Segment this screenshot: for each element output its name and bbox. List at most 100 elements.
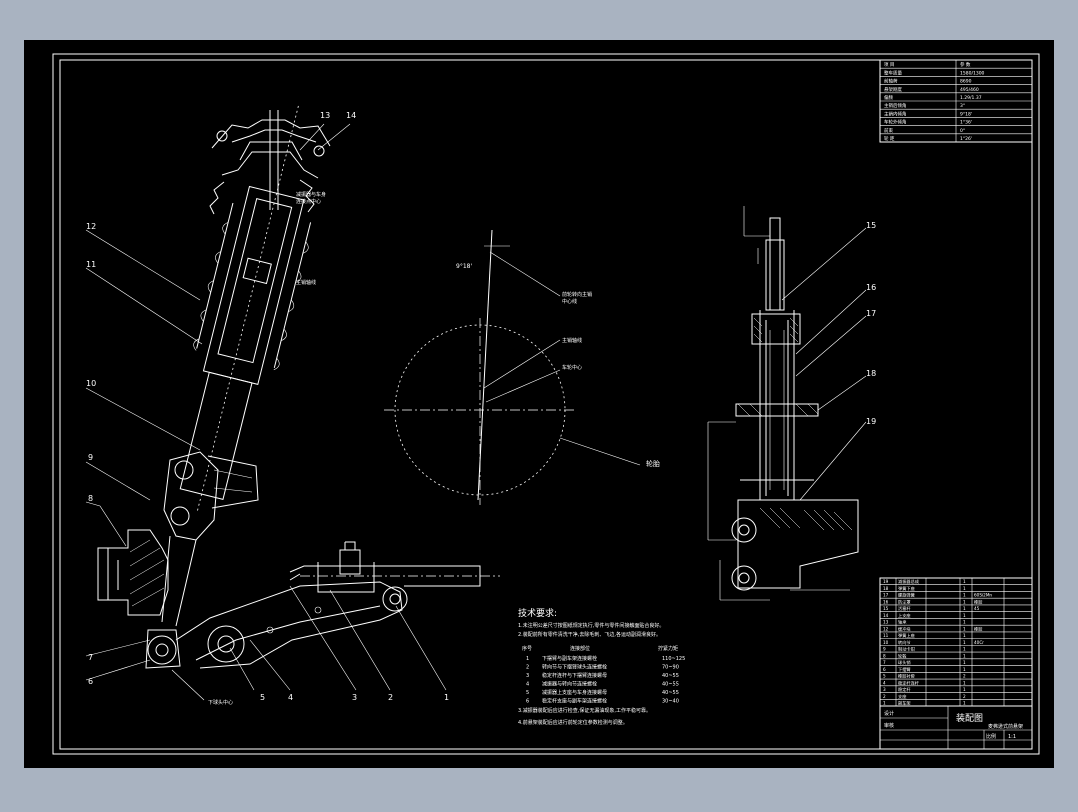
param-name: 轮 距 <box>884 135 895 142</box>
part-number-16: 16 <box>866 283 876 292</box>
parts-list-name: 轴承 <box>898 619 907 626</box>
req-row-no: 3 <box>526 673 529 679</box>
parts-list-name: 减振器总成 <box>898 578 919 585</box>
param-name: 前轴荷 <box>884 78 898 85</box>
parts-list-no: 8 <box>883 653 886 658</box>
parts-list-material: 45 <box>974 606 980 611</box>
part-number-3: 3 <box>352 693 357 702</box>
param-value: 1.29/1.37 <box>960 95 982 101</box>
part-number-7: 7 <box>88 653 93 662</box>
req-row-part: 减振器与转向节连接螺栓 <box>542 681 597 688</box>
parts-list-name: 螺旋弹簧 <box>898 592 915 599</box>
parts-list-no: 15 <box>883 606 889 611</box>
req-row-torque: 30~40 <box>662 699 679 705</box>
req-row-torque: 70~90 <box>662 665 679 671</box>
tech-req-footer-1: 3.减振器装配后应进行检查,保证无漏油现象,工作平稳可靠。 <box>518 707 651 714</box>
parts-list-no: 18 <box>883 586 889 591</box>
req-row-part: 稳定杆连杆与下摆臂连接螺母 <box>542 672 607 679</box>
damper-label-1: 减振器与车身 <box>296 191 326 198</box>
parts-list-name: 球头销 <box>898 659 911 666</box>
wheel-geometry-view: 9°18' 前轮转向主销 中心线 主销轴线 车轮中心 轮胎 <box>384 229 660 505</box>
parts-list-no: 5 <box>883 674 886 679</box>
req-row-torque: 40~55 <box>662 682 679 688</box>
parts-list-name: 橡胶衬套 <box>898 673 916 680</box>
req-row-part: 转向节与下摆臂球头连接螺栓 <box>542 664 607 671</box>
parts-list-no: 3 <box>883 687 886 692</box>
parts-list-qty: 1 <box>963 599 966 604</box>
parts-list-no: 9 <box>883 647 886 652</box>
parts-list-name: 支座 <box>898 693 906 700</box>
parts-list-no: 11 <box>883 633 889 638</box>
req-row-no: 4 <box>526 682 529 688</box>
parts-list-qty: 1 <box>963 687 966 692</box>
parts-list-no: 13 <box>883 620 889 625</box>
parts-list-material: 橡胶 <box>974 598 982 605</box>
parts-list-qty: 1 <box>963 593 966 598</box>
param-value: 1°36' <box>960 120 972 126</box>
drawing-subtitle: 麦弗逊式前悬架 <box>988 723 1023 730</box>
param-name: 主销后倾角 <box>884 102 907 109</box>
part-number-5: 5 <box>260 693 265 702</box>
parts-list-material: 橡胶 <box>974 625 982 632</box>
parts-list-name: 副车架 <box>898 700 911 707</box>
kingpin-note-1: 前轮转向主销 <box>562 291 592 298</box>
scale-value: 1:1 <box>1008 734 1016 740</box>
req-row-torque: 40~55 <box>662 673 679 679</box>
designer-label: 设计 <box>884 710 894 717</box>
parts-list-qty: 1 <box>963 660 966 665</box>
axis-label: 主销轴线 <box>296 279 316 286</box>
wheel-center-label: 车轮中心 <box>562 364 582 371</box>
param-name: 前束 <box>884 127 893 134</box>
part-number-10: 10 <box>86 379 96 388</box>
lower-pivot-label: 下球头中心 <box>208 699 233 706</box>
parts-list-name: 轮毂 <box>898 652 907 659</box>
req-row-part: 减振器上支座与车身连接螺母 <box>542 689 607 696</box>
part-number-4: 4 <box>288 693 293 702</box>
technical-requirements: 技术要求: 1.未注明公差尺寸按图纸规定执行,零件与零件间接触面贴合良好。 2.… <box>518 607 685 726</box>
parts-list-no: 17 <box>883 593 889 598</box>
tech-req-footer-2: 4.前悬架装配后应进行前轮定位参数检测与调整。 <box>518 719 628 726</box>
tech-req-heading: 技术要求: <box>518 607 557 619</box>
parts-list-qty: 1 <box>963 653 966 658</box>
parts-list-name: 防尘罩 <box>898 598 911 605</box>
req-row-part: 下摆臂与副车架连接螺栓 <box>542 655 597 662</box>
parts-list-qty: 1 <box>963 613 966 618</box>
parts-list-qty: 1 <box>963 647 966 652</box>
parts-list-name: 活塞杆 <box>898 605 911 612</box>
parts-list-material: 40Cr <box>974 640 984 645</box>
parts-list-no: 16 <box>883 599 889 604</box>
param-value: 1580/1300 <box>960 70 985 76</box>
req-row-torque: 110~125 <box>662 656 685 662</box>
parts-list-qty: 1 <box>963 620 966 625</box>
parts-list-qty: 1 <box>963 667 966 672</box>
param-value: 3° <box>960 103 965 109</box>
parts-list-qty: 1 <box>963 640 966 645</box>
param-value: 参 数 <box>960 61 971 68</box>
section-view: 15 16 17 18 19 <box>707 206 876 601</box>
req-row-no: 1 <box>526 656 529 662</box>
tech-req-note-1: 1.未注明公差尺寸按图纸规定执行,零件与零件间接触面贴合良好。 <box>518 622 664 629</box>
param-name: 整车质量 <box>884 69 902 76</box>
req-row-no: 5 <box>526 690 529 696</box>
tire-label: 轮胎 <box>646 459 660 468</box>
part-number-17: 17 <box>866 309 876 318</box>
parts-list-qty: 1 <box>963 701 966 706</box>
parts-list-qty: 1 <box>963 633 966 638</box>
kingpin-note-2: 中心线 <box>562 298 577 305</box>
param-value: 1°26' <box>960 136 972 142</box>
req-row-no: 2 <box>526 665 529 671</box>
tech-req-col-no: 序号 <box>522 645 532 652</box>
part-number-1: 1 <box>444 693 449 702</box>
param-name: 项 目 <box>884 62 894 68</box>
part-number-14: 14 <box>346 111 356 120</box>
param-value: 8690 <box>960 79 972 85</box>
tech-req-col-part: 连接部位 <box>570 645 590 652</box>
part-number-11: 11 <box>86 260 96 269</box>
part-number-8: 8 <box>88 494 93 503</box>
parts-list-no: 12 <box>883 626 889 631</box>
parts-list-name: 上支座 <box>898 612 911 619</box>
parts-list-qty: 1 <box>963 579 966 584</box>
parts-list-no: 1 <box>883 701 886 706</box>
